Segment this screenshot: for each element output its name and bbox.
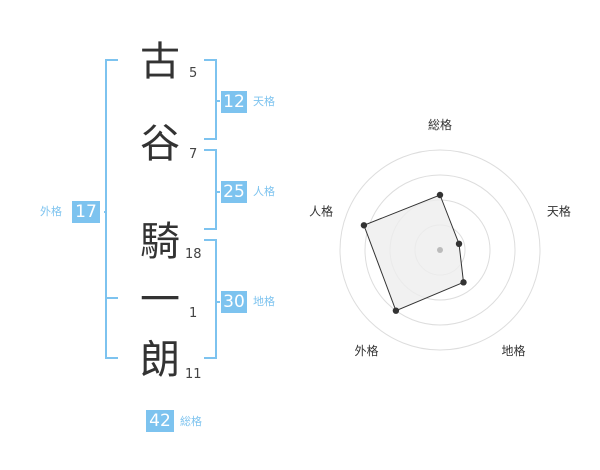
radar-axis-label-2: 地格 bbox=[501, 343, 525, 358]
radar-ring-3 bbox=[364, 174, 516, 326]
soukaku-label: 総格 bbox=[180, 415, 202, 428]
chikaku-value-badge: 30 bbox=[221, 291, 247, 313]
tenkaku-value-badge: 12 bbox=[221, 91, 247, 113]
stroke-count-5: 11 bbox=[185, 367, 202, 382]
jinkaku-label: 人格 bbox=[253, 185, 275, 198]
tenkaku-label: 天格 bbox=[253, 95, 275, 108]
radar-axis-label-0: 総格 bbox=[428, 117, 452, 132]
radar-point-2 bbox=[460, 279, 467, 286]
radar-point-1 bbox=[455, 240, 463, 248]
soukaku-value-badge: 42 bbox=[146, 410, 174, 432]
chikaku-bracket bbox=[204, 239, 217, 359]
radar-axis-label-3: 外格 bbox=[355, 343, 379, 358]
name-char-1: 古 bbox=[140, 39, 180, 85]
gaikaku-value-badge: 17 bbox=[72, 201, 100, 223]
gaikaku-bracket bbox=[105, 59, 118, 359]
name-char-5: 朗 bbox=[140, 337, 180, 383]
name-char-2: 谷 bbox=[140, 121, 180, 167]
jinkaku-bracket bbox=[204, 149, 217, 230]
radar-axis-label-1: 天格 bbox=[547, 203, 571, 218]
radar-center-dot bbox=[437, 247, 443, 253]
gaikaku-label: 外格 bbox=[40, 205, 62, 218]
radar-point-0 bbox=[436, 191, 444, 199]
stroke-count-2: 7 bbox=[189, 147, 198, 162]
name-char-4: 一 bbox=[140, 277, 180, 323]
radar-point-4 bbox=[360, 222, 368, 229]
tenkaku-bracket bbox=[204, 59, 217, 140]
radar-ring-4 bbox=[339, 149, 541, 351]
stroke-count-4: 1 bbox=[189, 306, 198, 321]
stroke-count-1: 5 bbox=[189, 66, 198, 81]
name-char-3: 騎 bbox=[140, 219, 180, 265]
chikaku-label: 地格 bbox=[253, 295, 275, 308]
stroke-count-3: 18 bbox=[185, 247, 202, 262]
radar-axis-label-4: 人格 bbox=[309, 203, 333, 218]
radar-point-3 bbox=[392, 307, 400, 314]
jinkaku-value-badge: 25 bbox=[221, 181, 247, 203]
radar-area bbox=[363, 194, 465, 312]
